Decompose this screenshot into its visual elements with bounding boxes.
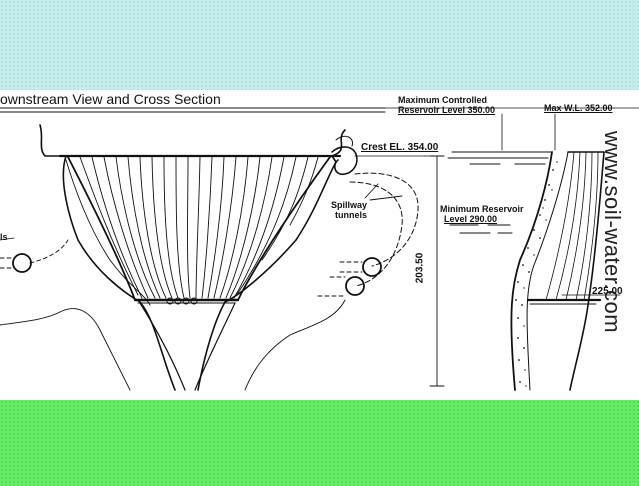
concrete-aggregate [515,161,558,387]
right-canyon-wall [197,129,346,391]
right-tunnel-lower [345,276,365,296]
spillway-leader-1 [364,183,379,199]
outlet-3 [182,297,190,305]
crest-elevation-label: Crest EL. 354.00 [361,142,439,153]
cross-section-rings [545,151,599,301]
upstream-face [510,151,553,391]
left-tunnel [12,253,32,273]
left-contour [0,308,131,391]
left-partial-label: ls [0,232,8,242]
max-water-level-label: Max W.L. 352.00 [544,103,613,113]
spillway-tunnel-1 [354,172,419,267]
spillway-label-line2: tunnels [335,210,368,220]
min-reservoir-label-line1: Minimum Reservoir [440,204,524,214]
spillway-label-line1: Spillway [331,200,368,210]
top-decorative-band [0,0,639,90]
upstream-inner-face [526,151,569,391]
downstream-face [567,151,605,391]
dam-drawing: ownstream View and Cross Section Crest E… [0,90,639,400]
right-contour [244,299,346,391]
outlet-1 [166,297,174,305]
left-label-leader [0,237,15,241]
max-controlled-label-line2: Reservoir Level 350.00 [398,105,496,115]
outlet-4 [190,297,198,305]
reservoir-water-lines [447,151,553,234]
left-tunnel-route [29,239,69,264]
height-dimension-label: 203.50 [414,252,426,284]
dam-drawing-svg [0,107,639,391]
max-controlled-label-line1: Maximum Controlled [398,95,488,105]
spillway-tunnel-2 [349,181,403,287]
dam-toe [139,302,236,391]
min-reservoir-label-line2: Level 290.00 [444,214,498,224]
spillway-crest [331,146,358,176]
bottom-decorative-band [0,400,639,486]
left-canyon-wall [39,124,176,391]
spillway-leader-2 [369,195,403,201]
dam-joints [79,156,319,299]
spillway-crest-top [335,135,354,147]
site-watermark: www.soil-water.com [600,130,625,334]
left-canyon-inner [65,159,151,306]
base-level-label: 225.00 [592,286,623,297]
right-tunnel-upper [362,257,382,277]
diagram-heading: ownstream View and Cross Section [0,91,221,107]
